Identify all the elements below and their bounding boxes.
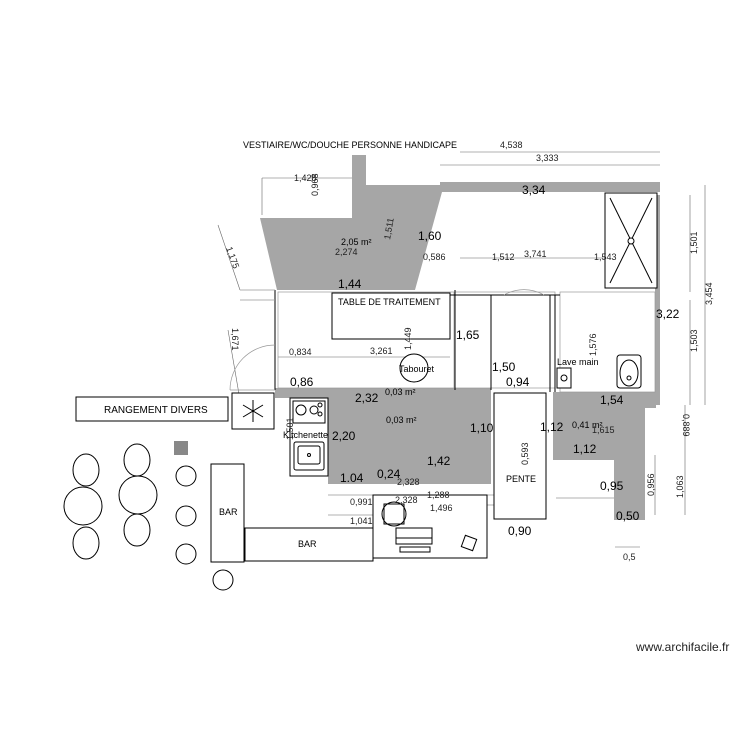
- dimension-label: 0,90: [508, 524, 532, 538]
- wall-right-vertical: [655, 195, 660, 405]
- label-stool: Tabouret: [399, 364, 435, 374]
- dimension-label: 1,041: [350, 516, 373, 526]
- label-bar-horizontal: BAR: [298, 539, 317, 549]
- dimension-label: 0,889: [681, 414, 691, 437]
- walls: [260, 155, 660, 520]
- dimension-label: 3,261: [370, 346, 393, 356]
- wash-basin: [556, 367, 572, 389]
- dimension-label: 0,586: [423, 252, 446, 262]
- dimension-label: 2,274: [335, 247, 358, 257]
- dimension-label: 1,428: [294, 173, 317, 183]
- dimension-label: 1,063: [675, 475, 685, 498]
- dimension-label: 0,50: [616, 509, 640, 523]
- big-dimension-labels: 3,34 1,60 1,44 1,65 3,22 1,50 0,94 0,86 …: [290, 183, 680, 538]
- storage-unit: [75, 396, 229, 422]
- wall-left-stub: [275, 388, 330, 398]
- area-label: 0,03 m²: [385, 387, 416, 397]
- dimension-label: 1,615: [592, 425, 615, 435]
- plan-title: VESTIAIRE/WC/DOUCHE PERSONNE HANDICAPE: [243, 140, 457, 150]
- room-outlines: [229, 289, 656, 393]
- dimension-label: 3,22: [656, 307, 680, 321]
- dimension-label: 2,328: [395, 495, 418, 505]
- dimension-label: 3,454: [704, 282, 714, 305]
- dimension-label: 0,991: [350, 497, 373, 507]
- label-storage: RANGEMENT DIVERS: [104, 405, 208, 416]
- area-label: 0,03 m²: [386, 415, 417, 425]
- bar-counter-vertical: [210, 463, 245, 563]
- dimension-label: 1,65: [456, 328, 480, 342]
- dimension-label: 0,24: [377, 467, 401, 481]
- dimension-label: 1,42: [427, 454, 451, 468]
- dimension-label: 1,501: [285, 417, 295, 440]
- dimension-label: 0,86: [290, 375, 314, 389]
- tables-and-chairs: [63, 443, 158, 560]
- area-label: 2,05 m²: [341, 237, 372, 247]
- workstation: [381, 501, 478, 553]
- label-treatment-table: TABLE DE TRAITEMENT: [338, 297, 441, 307]
- kitchenette: [289, 397, 329, 477]
- dimension-label: 1,54: [600, 393, 624, 407]
- dimension-label: 1,10: [470, 421, 494, 435]
- dimension-label: 1,543: [594, 252, 617, 262]
- stool: [399, 353, 429, 383]
- shower-tray: [604, 192, 658, 289]
- dimension-label: 3,34: [522, 183, 546, 197]
- dimension-label: 0,94: [506, 375, 530, 389]
- label-bar-vertical: BAR: [219, 507, 238, 517]
- dimension-label: 1,12: [573, 442, 597, 456]
- dimension-label: 4,538: [500, 140, 523, 150]
- ramp: [493, 392, 547, 520]
- dimension-label: 1,512: [492, 252, 515, 262]
- dimension-label: 1.04: [340, 471, 364, 485]
- dimension-label: 0,968: [310, 173, 320, 196]
- dimension-label: 1,449: [403, 327, 413, 350]
- snowflake-icon: [231, 392, 275, 430]
- dimension-label: 1,44: [338, 277, 362, 291]
- dimension-label: 1,511: [382, 217, 396, 240]
- dimension-label: 2,32: [355, 391, 379, 405]
- dimension-label: 3,741: [524, 249, 547, 259]
- dimension-label: 0,593: [520, 442, 530, 465]
- dimension-label: 0,956: [646, 473, 656, 496]
- dimension-label: 1,175: [224, 245, 241, 270]
- dimension-label: 1,496: [430, 503, 453, 513]
- wall-top-band: [260, 155, 660, 290]
- dimension-label: 1,60: [418, 229, 442, 243]
- bar-counter-horizontal: [244, 527, 374, 562]
- watermark-credit: www.archifacile.fr: [636, 640, 730, 654]
- dimension-label: 1,288: [427, 490, 450, 500]
- area-label: 0,41 m²: [572, 420, 603, 430]
- dimension-label: 1,501: [689, 231, 699, 254]
- treatment-table: [331, 292, 451, 340]
- dimension-label: 0,95: [600, 479, 624, 493]
- label-ramp: PENTE: [506, 474, 536, 484]
- dimension-label: 1,503: [689, 329, 699, 352]
- label-wash-basin: Lave main: [557, 357, 599, 367]
- dimension-label: 3,333: [536, 153, 559, 163]
- dimension-label: 1,671: [230, 328, 240, 351]
- dimension-label: 1,576: [588, 333, 598, 356]
- dimension-label: 1,12: [540, 420, 564, 434]
- toilet: [616, 354, 642, 389]
- dimension-label: 1,50: [492, 360, 516, 374]
- dimension-label: 0,5: [623, 552, 636, 562]
- bar-stools: [174, 441, 234, 591]
- wall-center-block: [328, 388, 491, 484]
- dimension-label: 2,328: [397, 477, 420, 487]
- dimension-label: 0,834: [289, 347, 312, 357]
- wall-right-block: [553, 392, 656, 520]
- dimension-label: 2,20: [332, 429, 356, 443]
- label-kitchenette: Kitchenette: [283, 430, 328, 440]
